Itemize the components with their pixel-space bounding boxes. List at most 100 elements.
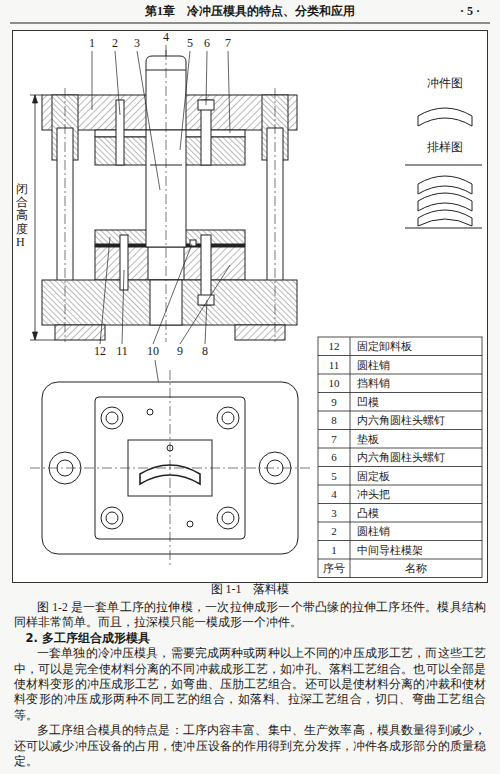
leader-lines [228, 51, 230, 133]
section-view [235, 325, 285, 340]
leader-lines [100, 237, 110, 344]
part-and-strip-layout [405, 165, 482, 166]
body-paragraph: 图 1-2 是一套单工序的拉伸模，一次拉伸成形一个带凸缘的拉伸工序坯件。模具结构… [14, 600, 486, 631]
closed-height-dimension [30, 340, 55, 341]
body-paragraph: 多工序组合模具的特点是：工序内容丰富、集中、生产效率高，模具数量得到减少，还可以… [14, 723, 486, 769]
view-title: 排样图 [427, 141, 463, 154]
table-cell: 8 [331, 414, 337, 427]
plan-view [222, 412, 234, 424]
table-cell: 2 [331, 525, 337, 538]
callout-number: 1 [89, 37, 95, 51]
section-view [116, 100, 124, 165]
callout-number: 7 [225, 37, 231, 51]
leader-lines [206, 51, 207, 105]
table-cell: 12 [329, 340, 340, 353]
table-cell: 7 [331, 432, 337, 445]
callout-number: 3 [134, 37, 140, 51]
callout-number: 9 [177, 345, 183, 359]
leader-lines [180, 270, 205, 344]
callout-number: 4 [163, 31, 169, 45]
closed-height-dimension [30, 95, 55, 340]
parts-table [318, 392, 482, 393]
plan-view [222, 512, 234, 524]
plan-view [170, 370, 171, 566]
section-view [55, 325, 105, 340]
section-view [65, 88, 66, 342]
part-and-strip-layout [405, 228, 482, 229]
closed-height-dimension [33, 95, 38, 103]
body-text-block: 图 1-2 是一套单工序的拉伸模，一次拉伸成形一个带凸缘的拉伸工序坯件。模具结构… [14, 600, 486, 769]
parts-table [318, 466, 482, 467]
table-cell: 圆柱销 [357, 525, 390, 538]
callout-number: 6 [204, 37, 210, 51]
table-cell: 固定卸料板 [357, 340, 412, 353]
section-view [190, 240, 196, 246]
table-cell: 圆柱销 [357, 358, 390, 371]
table-cell: 内六角圆柱头螺钉 [357, 414, 445, 427]
part-and-strip-layout [418, 210, 472, 226]
parts-table [318, 559, 482, 560]
header-rule [10, 23, 490, 24]
leader-lines [180, 51, 190, 150]
callout-number: 10 [147, 345, 159, 359]
leader-lines [180, 265, 230, 344]
parts-table [318, 429, 482, 430]
plan-view [147, 409, 153, 415]
parts-table [318, 540, 482, 541]
table-cell: 冲头把 [357, 488, 390, 501]
table-cell: 挡料销 [357, 377, 390, 390]
closed-height-dimension [30, 95, 42, 96]
callout-number: 8 [202, 345, 208, 359]
parts-table [350, 337, 351, 578]
callout-number: 11 [116, 345, 128, 359]
parts-table [318, 374, 482, 375]
section-heading: 2. 多工序组合成形模具 [14, 631, 486, 646]
table-cell: 3 [331, 506, 337, 519]
table-cell: 6 [331, 451, 337, 464]
body-paragraph: 一套单独的冷冲压模具，需要完成两种或两种以上不同的冲压成形工艺，而这些工艺中，可… [14, 646, 486, 723]
leader-lines [92, 51, 93, 110]
plan-view [30, 370, 310, 566]
plan-view [101, 507, 123, 529]
section-view [95, 247, 245, 280]
table-cell: 4 [331, 488, 337, 501]
section-view [166, 50, 167, 342]
table-header: 名称 [405, 562, 427, 575]
part-and-strip-layout [418, 193, 472, 211]
figure-frame [13, 31, 488, 583]
section-view [42, 50, 297, 342]
parts-table [318, 485, 482, 486]
parts-table [318, 503, 482, 504]
leader-lines [205, 300, 207, 344]
page-header: 第1章 冷冲压模具的特点、分类和应用 [145, 5, 355, 19]
page-number: · 5 · [460, 5, 480, 19]
callout-number: 2 [112, 37, 118, 51]
callout-number: 12 [94, 345, 106, 359]
part-and-strip-layout [418, 108, 472, 126]
table-cell: 垫板 [357, 432, 379, 445]
plan-view [106, 512, 118, 524]
plan-view [217, 407, 239, 429]
table-cell: 11 [329, 358, 340, 371]
figure-frame [13, 31, 488, 583]
table-cell: 中间导柱模架 [357, 543, 423, 556]
header-rule [10, 23, 490, 24]
plan-view [106, 412, 118, 424]
leader-lines [166, 45, 167, 56]
leader-lines [115, 51, 120, 115]
closed-height-dimension [33, 332, 38, 340]
table-cell: 10 [329, 377, 340, 390]
plan-view [217, 507, 239, 529]
table-cell: 1 [331, 543, 337, 556]
parts-table [318, 337, 482, 578]
parts-table [318, 411, 482, 412]
dimension-label: 闭合高度H [16, 183, 28, 249]
plan-view [187, 521, 193, 527]
section-view [275, 88, 276, 342]
parts-table [318, 337, 482, 578]
table-cell: 固定板 [357, 469, 390, 482]
table-cell: 5 [331, 469, 337, 482]
figure-caption: 图 1-1 落料模 [211, 583, 290, 597]
parts-table [318, 355, 482, 356]
